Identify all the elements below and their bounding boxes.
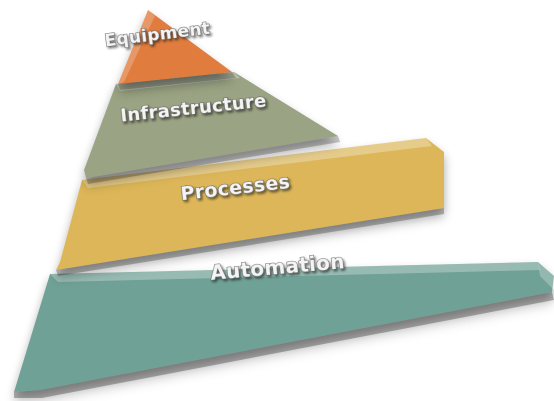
tier-automation-bevel-top	[50, 262, 540, 282]
tier-processes-bevel-bottom	[56, 208, 444, 276]
tier-automation-face	[14, 262, 554, 392]
tier-infrastructure-bevel-bottom	[86, 136, 340, 184]
tier-automation-bevel-bottom	[14, 292, 554, 398]
tier-equipment-bevel-bottom	[118, 72, 236, 90]
tier-infrastructure-face	[84, 72, 338, 178]
tier-processes-bevel-top	[82, 138, 432, 188]
tier-processes	[56, 138, 444, 276]
tier-automation	[14, 262, 554, 398]
tier-equipment	[118, 10, 236, 90]
tier-equipment-bevel-left	[118, 10, 155, 84]
tier-automation-bevel-right	[538, 262, 554, 290]
tier-processes-face	[56, 138, 444, 270]
